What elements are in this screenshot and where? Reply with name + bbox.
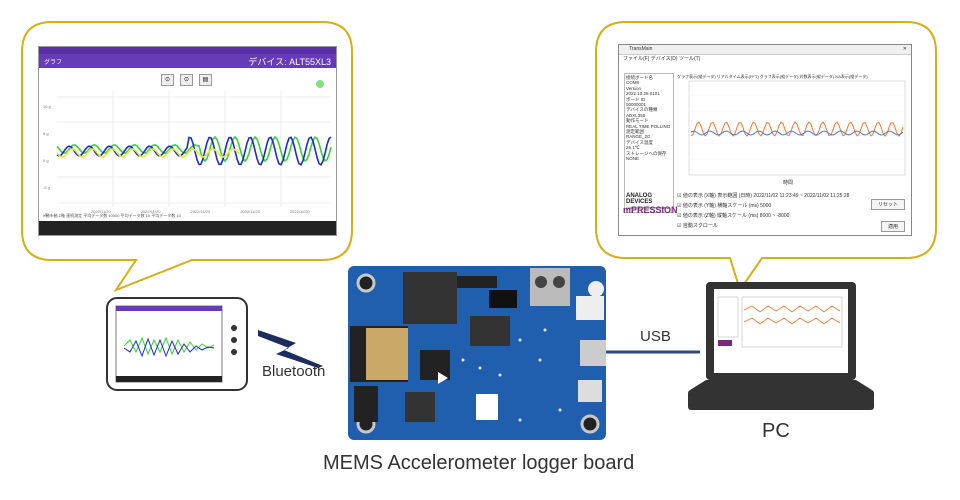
y-tick-label: 10 g — [43, 104, 51, 109]
android-nav-bar — [39, 221, 336, 235]
control-row[interactable]: ☑ 自動スクロール — [677, 223, 718, 229]
pc-acceleration-graph — [688, 80, 906, 176]
control-row[interactable]: ☑ 値の表示 (Z軸) 縦軸スケール (ms) 8000 ~ -8000 — [677, 213, 790, 219]
window-close-icon[interactable]: ✕ — [902, 46, 907, 52]
measurement-controls[interactable]: X軸 Y軸 Z軸 連続測定 平均データ数 10000 平均データ数 10 平均デ… — [43, 213, 181, 218]
mems-board — [348, 266, 606, 440]
info-line: COM8 — [626, 80, 640, 86]
tablet-app-screen: グラフ デバイス: ALT55XL3 ⊙ ⊙ ▤ 10 g 5 g 0 g -5… — [38, 46, 337, 236]
status-bar — [39, 47, 336, 54]
x-tick-label: 2022/11/20 — [190, 209, 211, 214]
info-line: 2022.10.28.0101 — [626, 91, 660, 97]
usb-label: USB — [640, 328, 671, 345]
tablet-device — [106, 297, 248, 391]
series-orange-line — [690, 121, 904, 137]
acceleration-graph — [56, 80, 332, 207]
analog-devices-logo: ANALOG DEVICES AHEAD OF WHAT'S POSSIBLE — [626, 193, 669, 211]
graph-tabs[interactable]: グラフ表示(縦データ) リアルタイム表示(FFT) グラフ表示(縦データ) 対数… — [677, 74, 868, 79]
y-tick-label: -10 g — [43, 212, 53, 217]
display-controls: ☑ 値の表示 (X軸) 表示範囲 (日時) 2022/11/02 11:23:4… — [677, 191, 849, 231]
logo-line: ANALOG — [626, 193, 652, 199]
pc-label: PC — [762, 420, 790, 442]
device-label: デバイス: ALT55XL3 — [248, 56, 331, 67]
y-tick-label: 0 g — [43, 158, 49, 163]
info-line: 00000001 — [626, 102, 647, 108]
x-tick-label: 2022/11/20 — [91, 209, 111, 214]
x-tick-label: 2022/11/20 — [240, 209, 260, 214]
info-line: デバイスの種類 — [626, 107, 658, 113]
toolbar-button[interactable]: ▤ — [199, 74, 212, 86]
logo-tagline: AHEAD OF WHAT'S POSSIBLE — [626, 206, 670, 210]
laptop-device — [688, 282, 874, 410]
series-yellow-line — [56, 148, 240, 158]
mpression-logo: mPRESSION — [623, 205, 678, 215]
bluetooth-signal-icon — [258, 330, 323, 368]
reset-button[interactable]: リセット — [870, 199, 905, 210]
x-tick-label: 2022/11/20 — [289, 209, 310, 214]
toolbar-button[interactable]: ⊙ — [161, 74, 174, 86]
menu-title[interactable]: グラフ — [44, 59, 63, 66]
x-tick-label: 2022/11/20 — [140, 209, 161, 214]
info-line: ボード ID — [626, 96, 646, 102]
info-line: Version — [626, 85, 642, 91]
y-tick-label: -5 g — [43, 185, 50, 190]
window-title: TransMain — [629, 46, 653, 52]
info-line: 測定範囲 — [626, 129, 644, 135]
y-tick-label: 5 g — [43, 131, 49, 136]
info-line: ADXL355 — [626, 112, 646, 118]
device-info-panel: 接続ボード名 COM8 Version 2022.10.28.0101 ボード … — [624, 73, 674, 213]
info-line: 接続ボード名 — [626, 75, 653, 80]
info-line: ストレージへの保存 — [626, 150, 667, 156]
series-blue-line — [56, 136, 332, 166]
app-header: グラフ デバイス: ALT55XL3 — [39, 54, 336, 68]
series-blue-line — [690, 130, 904, 136]
window-title-bar: TransMain ✕ — [619, 45, 911, 55]
info-line: REAL TIME POLLING — [626, 123, 671, 129]
connection-status-dot — [316, 80, 324, 88]
menu-bar[interactable]: ファイル(F) デバイス(D) ツール(T) — [623, 56, 701, 62]
pc-app-window: TransMain ✕ ファイル(F) デバイス(D) ツール(T) 接続ボード… — [618, 44, 912, 236]
info-line: 25.1℃ — [626, 145, 640, 151]
info-line: NONE — [626, 156, 640, 162]
board-caption: MEMS Accelerometer logger board — [323, 452, 635, 474]
info-line: デバイス温度 — [626, 139, 653, 145]
toolbar-button[interactable]: ⊙ — [180, 74, 193, 86]
info-line: 動作モード — [626, 118, 649, 124]
time-axis-label: 時間 — [783, 180, 794, 186]
bluetooth-label: Bluetooth — [262, 363, 326, 380]
y-tick-labels: 10 g 5 g 0 g -5 g -10 g — [43, 93, 52, 228]
info-line: RANGE_2G — [626, 134, 651, 140]
logo-line: DEVICES — [626, 199, 653, 205]
graph-toolbar: ⊙ ⊙ ▤ — [161, 74, 212, 86]
control-row[interactable]: ☑ 値の表示 (X軸) 表示範囲 (日時) 2022/11/02 11:23:4… — [677, 193, 850, 199]
x-tick-labels: 2022/11/20 2022/11/20 2022/11/20 2022/11… — [91, 209, 310, 214]
control-row[interactable]: ☑ 値の表示 (Y軸) 横軸スケール (ms) 5000 — [677, 203, 772, 209]
apply-button[interactable]: 適用 — [880, 221, 905, 232]
